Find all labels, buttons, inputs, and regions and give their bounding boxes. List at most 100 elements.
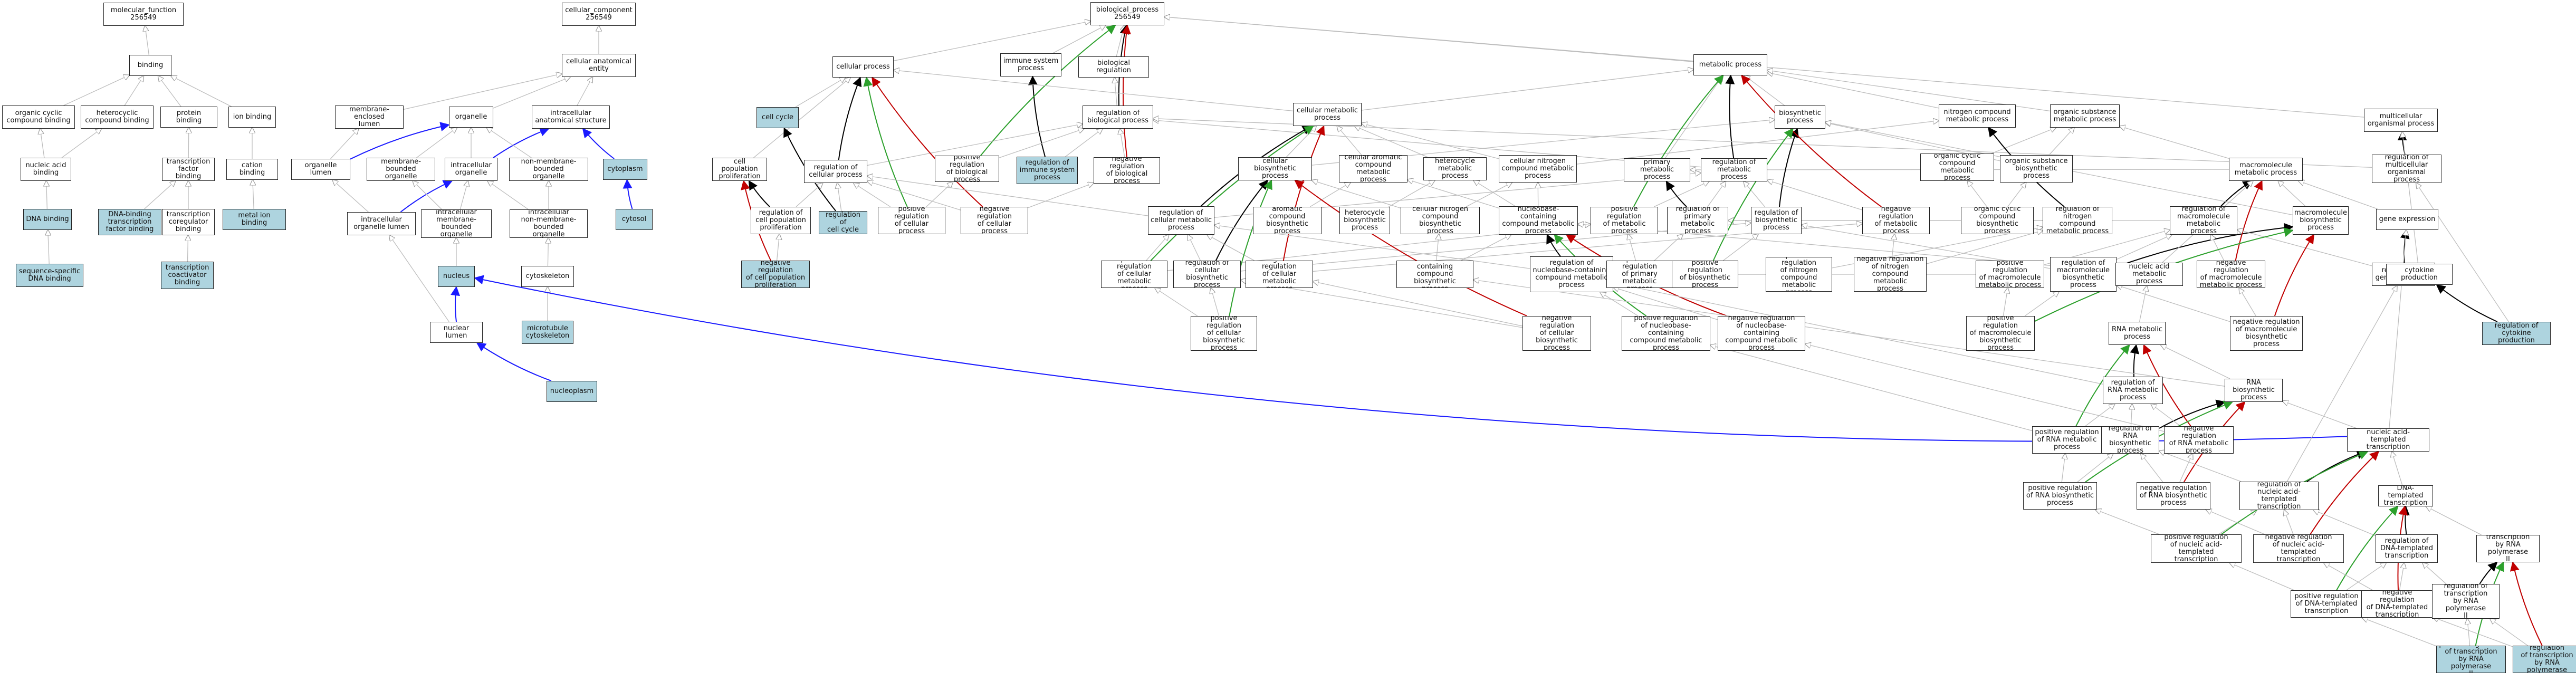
go-term-prnamp[interactable]: positive regulation of RNA metabolic pro… bbox=[2032, 426, 2102, 454]
go-term-biosyn[interactable]: biosynthetic process bbox=[1775, 105, 1825, 129]
go-term-rpmp[interactable]: regulation of primary metabolic process bbox=[1667, 207, 1728, 234]
go-term-dbtfb[interactable]: DNA-binding transcription factor binding bbox=[98, 209, 161, 235]
go-term-cncmp[interactable]: cellular nitrogen compound metabolic pro… bbox=[1499, 155, 1577, 183]
go-term-bp[interactable]: biological_process 256549 bbox=[1090, 2, 1164, 25]
go-term-orglum[interactable]: organelle lumen bbox=[291, 159, 350, 180]
go-term-mbp[interactable]: macromolecule biosynthetic process bbox=[2293, 206, 2349, 235]
go-term-prcp[interactable]: positive regulation of cellular process bbox=[878, 207, 945, 234]
go-term-catb[interactable]: cation binding bbox=[226, 159, 278, 180]
go-term-metp[interactable]: metabolic process bbox=[1693, 54, 1767, 75]
go-term-dtt[interactable]: DNA-templated transcription bbox=[2378, 485, 2433, 506]
go-term-iol[interactable]: intracellular organelle lumen bbox=[347, 212, 416, 235]
go-term-rcyt[interactable]: regulation of cytokine production bbox=[2482, 322, 2551, 345]
go-term-pdtt[interactable]: positive regulation of DNA-templated tra… bbox=[2291, 590, 2362, 618]
go-term-ntrnap[interactable]: negative regulation of transcription by … bbox=[2513, 646, 2576, 673]
go-term-isp[interactable]: immune system process bbox=[1000, 53, 1061, 76]
go-term-cbp[interactable]: cellular biosynthetic process bbox=[1238, 157, 1312, 180]
go-term-rmbp[interactable]: regulation of macromolecule biosynthetic… bbox=[2050, 257, 2117, 292]
go-term-mbo[interactable]: membrane-bounded organelle bbox=[367, 158, 435, 181]
go-term-nammp[interactable]: nucleic acid metabolic process bbox=[2115, 263, 2183, 286]
go-term-nmmp[interactable]: negative regulation of macromolecule met… bbox=[2197, 261, 2265, 288]
go-term-nrbp[interactable]: negative regulation of biological proces… bbox=[1094, 157, 1160, 184]
go-term-mtcs[interactable]: microtubule cytoskeleton bbox=[522, 321, 573, 344]
go-term-inmbo[interactable]: intracellular non-membrane-bounded organ… bbox=[510, 209, 588, 238]
go-term-ssdb[interactable]: sequence-specific DNA binding bbox=[16, 264, 83, 287]
go-term-nnatt[interactable]: negative regulation of nucleic acid-temp… bbox=[2253, 534, 2344, 563]
go-term-ndtt[interactable]: negative regulation of DNA-templated tra… bbox=[2361, 590, 2433, 618]
go-term-hmp[interactable]: heterocycle metabolic process bbox=[1423, 157, 1487, 180]
go-term-nnbcm2[interactable]: negative regulation of nucleobase-contai… bbox=[1718, 316, 1805, 351]
go-term-occbp[interactable]: organic cyclic compound biosynthetic pro… bbox=[1961, 207, 2034, 234]
go-term-cyto[interactable]: cytoplasm bbox=[603, 159, 647, 180]
go-term-nab[interactable]: nucleic acid binding bbox=[21, 158, 71, 181]
go-term-rnbccmp[interactable]: regulation of nucleobase-containing comp… bbox=[1530, 256, 1613, 292]
go-term-prbp[interactable]: positive regulation of biological proces… bbox=[935, 156, 999, 182]
go-term-nrcpp[interactable]: negative regulation of cell population p… bbox=[741, 261, 810, 288]
go-term-osmp[interactable]: organic substance metabolic process bbox=[2050, 104, 2120, 128]
go-term-pmbp[interactable]: positive regulation of macromolecule bio… bbox=[1966, 316, 2035, 351]
go-term-nmbo[interactable]: non-membrane-bounded organelle bbox=[509, 158, 588, 181]
go-term-nrmp[interactable]: negative regulation of metabolic process bbox=[1862, 207, 1930, 234]
go-term-nrcmp[interactable]: negative regulation of cellular metaboli… bbox=[1246, 261, 1313, 288]
go-term-prbsp[interactable]: positive regulation of RNA biosynthetic … bbox=[2023, 482, 2097, 510]
go-term-cytprod[interactable]: cytokine production bbox=[2386, 264, 2453, 285]
go-term-pmmp[interactable]: positive regulation of macromolecule met… bbox=[1976, 261, 2044, 288]
go-term-cmp[interactable]: cellular metabolic process bbox=[1293, 103, 1362, 126]
go-term-rcpp[interactable]: regulation of cell population proliferat… bbox=[751, 207, 811, 234]
go-term-rmp[interactable]: regulation of metabolic process bbox=[1701, 158, 1767, 181]
go-term-rcp[interactable]: regulation of cellular process bbox=[804, 160, 867, 183]
go-term-pbsp[interactable]: positive regulation of biosynthetic proc… bbox=[1672, 261, 1738, 288]
go-term-osbp[interactable]: organic substance biosynthetic process bbox=[2000, 155, 2073, 183]
go-term-pnbccmp[interactable]: positive regulation of nucleobase-contai… bbox=[1622, 316, 1710, 351]
go-term-ge[interactable]: gene expression bbox=[2376, 209, 2438, 230]
go-term-mel[interactable]: membrane-enclosed lumen bbox=[335, 105, 404, 129]
go-term-nmbp[interactable]: negative regulation of macromolecule bio… bbox=[2230, 316, 2303, 351]
go-term-nbccbp[interactable]: nucleobase-containing compound biosynthe… bbox=[1396, 261, 1473, 288]
go-term-mop[interactable]: multicellular organismal process bbox=[2364, 109, 2438, 132]
go-term-tfb[interactable]: transcription factor binding bbox=[162, 158, 215, 181]
go-term-rrbp[interactable]: regulation of RNA biosynthetic process bbox=[2101, 426, 2159, 454]
go-term-nnbccmp[interactable]: negative regulation of cellular biosynth… bbox=[1522, 316, 1591, 351]
go-term-camp[interactable]: cellular aromatic compound metabolic pro… bbox=[1339, 155, 1407, 183]
go-term-io[interactable]: intracellular organelle bbox=[445, 158, 497, 181]
go-term-prmp[interactable]: positive regulation of metabolic process bbox=[1591, 207, 1658, 234]
go-term-mmp[interactable]: macromolecule metabolic process bbox=[2229, 158, 2303, 181]
go-term-rrmp[interactable]: regulation of RNA metabolic process bbox=[2103, 377, 2163, 404]
go-term-hcb[interactable]: heterocyclic compound binding bbox=[81, 105, 154, 129]
go-term-rncmp[interactable]: regulation of nitrogen compound metaboli… bbox=[2043, 207, 2112, 234]
go-term-cpp[interactable]: cell population proliferation bbox=[712, 158, 767, 181]
go-term-ias[interactable]: intracellular anatomical structure bbox=[532, 105, 610, 129]
go-term-nucleus[interactable]: nucleus bbox=[438, 266, 475, 287]
go-term-ionb[interactable]: ion binding bbox=[228, 107, 276, 128]
go-term-cellcycle[interactable]: cell cycle bbox=[756, 107, 799, 128]
go-term-mf[interactable]: molecular_function 256549 bbox=[103, 3, 184, 26]
go-term-ptrnap[interactable]: positive regulation of transcription by … bbox=[2436, 646, 2506, 673]
go-term-rcmp[interactable]: regulation of cellular metabolic process bbox=[1148, 206, 1214, 235]
go-term-nncmp[interactable]: negative regulation of nitrogen compound… bbox=[1854, 257, 1927, 292]
go-term-tcb[interactable]: transcription coregulator binding bbox=[162, 209, 215, 235]
go-term-dnab[interactable]: DNA binding bbox=[23, 209, 72, 230]
go-term-org[interactable]: organelle bbox=[449, 107, 493, 128]
go-term-nucleoplasm[interactable]: nucleoplasm bbox=[547, 381, 597, 402]
go-term-pmp[interactable]: primary metabolic process bbox=[1624, 158, 1690, 181]
go-term-rcc[interactable]: regulation of cell cycle bbox=[819, 211, 867, 234]
go-term-natt[interactable]: nucleic acid-templated transcription bbox=[2347, 428, 2429, 452]
go-term-rbsp[interactable]: regulation of biosynthetic process bbox=[1751, 207, 1802, 234]
go-term-rbp[interactable]: regulation of biological process bbox=[1083, 105, 1153, 129]
go-term-ncmp[interactable]: nitrogen compound metabolic process bbox=[1939, 104, 2016, 128]
go-term-cytosol[interactable]: cytosol bbox=[616, 209, 653, 230]
go-term-nuclum[interactable]: nuclear lumen bbox=[430, 322, 483, 343]
go-term-cncbp[interactable]: cellular nitrogen compound biosynthetic … bbox=[1401, 207, 1480, 234]
go-term-cae[interactable]: cellular anatomical entity bbox=[562, 54, 636, 77]
go-term-protb[interactable]: protein binding bbox=[160, 107, 217, 128]
go-term-pnatt[interactable]: positive regulation of nucleic acid-temp… bbox=[2151, 534, 2242, 563]
go-term-trnap[interactable]: transcription by RNA polymerase II bbox=[2476, 535, 2540, 562]
go-term-occmp[interactable]: organic cyclic compound metabolic proces… bbox=[1920, 154, 1994, 181]
go-term-rnamp[interactable]: RNA metabolic process bbox=[2109, 322, 2166, 345]
go-term-binding[interactable]: binding bbox=[129, 55, 171, 76]
go-term-tcab[interactable]: transcription coactivator binding bbox=[161, 262, 214, 289]
go-term-pncmp[interactable]: positive regulation of nitrogen compound… bbox=[1766, 257, 1832, 292]
go-term-mib[interactable]: metal ion binding bbox=[223, 209, 286, 230]
go-term-rdtt[interactable]: regulation of DNA-templated transcriptio… bbox=[2376, 534, 2438, 563]
go-term-cytosk[interactable]: cytoskeleton bbox=[521, 266, 574, 287]
